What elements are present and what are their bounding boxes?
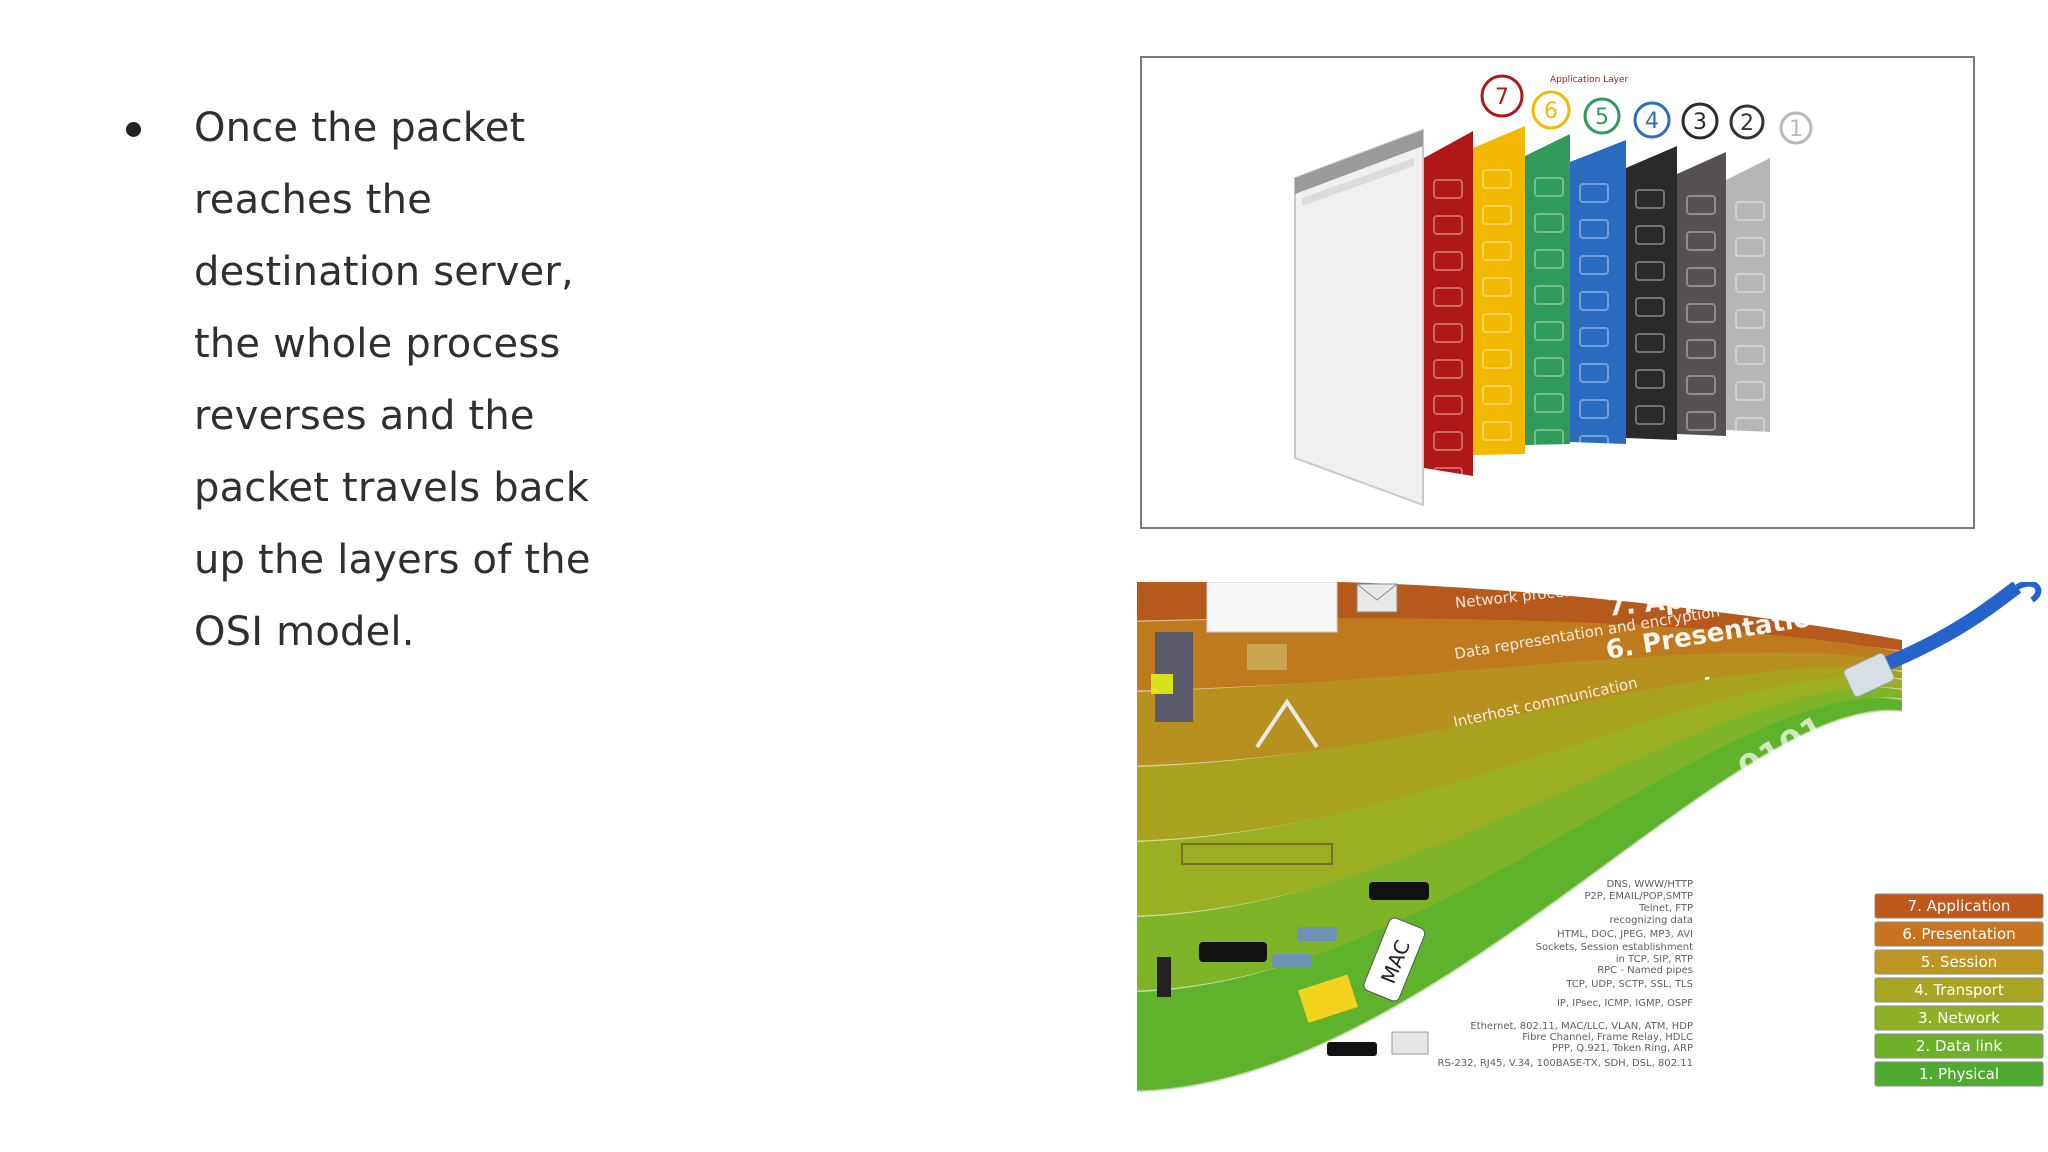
network-cable-icon bbox=[1843, 582, 2042, 698]
envelope-icon bbox=[1356, 583, 1398, 613]
protocol-text: Sockets, Session establishment bbox=[1536, 942, 1693, 953]
lock-icon bbox=[1151, 674, 1173, 694]
layer-number-circle-3: 3 bbox=[1681, 102, 1719, 140]
layer-number-circle-2: 2 bbox=[1729, 104, 1765, 140]
wireless-router-icon bbox=[1369, 882, 1429, 900]
bullet-text: Once the packet reaches the destination … bbox=[194, 105, 591, 655]
bullet-list: Once the packet reaches the destination … bbox=[120, 92, 640, 668]
bullet-item: Once the packet reaches the destination … bbox=[120, 92, 640, 668]
layer-panel-7 bbox=[1424, 131, 1473, 487]
legend-item-label: 3. Network bbox=[1918, 1009, 2000, 1027]
legend-item-label: 2. Data link bbox=[1916, 1037, 2003, 1055]
protocol-text: Ethernet, 802.11, MAC/LLC, VLAN, ATM, HD… bbox=[1470, 1021, 1693, 1032]
protocol-text: in TCP, SIP, RTP bbox=[1616, 954, 1693, 965]
layer-number-circle-4: 4 bbox=[1633, 101, 1671, 139]
layer-panel-3 bbox=[1626, 146, 1677, 497]
switch-icon-2 bbox=[1272, 954, 1312, 968]
legend-item-label: 6. Presentation bbox=[1902, 925, 2015, 943]
protocol-text: DNS, WWW/HTTP bbox=[1606, 879, 1693, 890]
binary-card-icon bbox=[1297, 974, 1358, 1023]
layer-number-circle-5: 5 bbox=[1583, 97, 1621, 135]
legend-item-1: 1. Physical bbox=[1874, 1061, 2044, 1087]
layer-number-label: 4 bbox=[1645, 109, 1659, 134]
legend-item-3: 3. Network bbox=[1874, 1005, 2044, 1031]
protocol-text: RS-232, RJ45, V.34, 100BASE-TX, SDH, DSL… bbox=[1438, 1058, 1694, 1069]
legend-item-5: 5. Session bbox=[1874, 949, 2044, 975]
layer-number-label: 6 bbox=[1544, 99, 1558, 124]
legend-item-label: 4. Transport bbox=[1914, 981, 2004, 999]
protocol-text: IP, IPsec, ICMP, IGMP, OSPF bbox=[1557, 998, 1693, 1009]
layer-panel-group bbox=[1424, 126, 1770, 509]
legend-item-2: 2. Data link bbox=[1874, 1033, 2044, 1059]
network-card-icon bbox=[1327, 1042, 1377, 1056]
layer-number-label: 1 bbox=[1789, 117, 1803, 142]
layer-panel-5 bbox=[1525, 134, 1570, 485]
wireless-router-icon-2 bbox=[1199, 942, 1267, 962]
layer-panel-2 bbox=[1677, 152, 1726, 503]
layer-panel-4 bbox=[1570, 140, 1626, 491]
osi-legend: 7. Application 6. Presentation 5. Session 4… bbox=[1874, 893, 2044, 1087]
legend-item-6: 6. Presentation bbox=[1874, 921, 2044, 947]
person-icon bbox=[1157, 957, 1171, 997]
layer-number-label: 5 bbox=[1595, 105, 1609, 130]
browser-window-panel bbox=[1294, 128, 1424, 507]
layer-number-circle-6: 6 bbox=[1531, 90, 1571, 130]
bullet-dot-icon bbox=[126, 122, 141, 137]
protocol-text: TCP, UDP, SCTP, SSL, TLS bbox=[1565, 979, 1693, 990]
osi-layers-panels-figure: 7 6 5 4 3 2 1 Application Layer bbox=[1140, 56, 1975, 529]
box-icon bbox=[1247, 644, 1287, 670]
browser-thumbnail-icon bbox=[1206, 582, 1338, 633]
osi-panels-graphic: 7 6 5 4 3 2 1 Application Layer bbox=[1294, 74, 1813, 509]
protocol-text: HTML, DOC, JPEG, MP3, AVI bbox=[1557, 929, 1693, 940]
layer-number-label: 2 bbox=[1740, 111, 1754, 136]
layer-number-label: 3 bbox=[1693, 110, 1707, 135]
protocol-text: Fibre Channel, Frame Relay, HDLC bbox=[1522, 1032, 1693, 1043]
protocol-text: RPC - Named pipes bbox=[1597, 965, 1693, 976]
layer-number-circle-7: 7 bbox=[1480, 74, 1524, 118]
protocol-text: P2P, EMAIL/POP,SMTP bbox=[1584, 891, 1693, 902]
layer-panel-6 bbox=[1473, 126, 1525, 477]
legend-item-label: 1. Physical bbox=[1919, 1065, 1999, 1083]
left-illustration: MAC bbox=[1151, 582, 1429, 1056]
legend-item-label: 5. Session bbox=[1921, 953, 1997, 971]
layer-number-group: 7 6 5 4 3 2 1 bbox=[1480, 74, 1813, 145]
legend-item-label: 7. Application bbox=[1908, 897, 2011, 915]
protocol-text: recognizing data bbox=[1609, 915, 1693, 926]
bridge-icon bbox=[1255, 698, 1319, 749]
switch-icon bbox=[1297, 927, 1337, 941]
legend-item-7: 7. Application bbox=[1874, 893, 2044, 919]
adapter-icon bbox=[1391, 1031, 1429, 1055]
legend-item-4: 4. Transport bbox=[1874, 977, 2044, 1003]
layer-number-label: 7 bbox=[1495, 85, 1509, 110]
application-layer-caption: Application Layer bbox=[1550, 75, 1629, 85]
protocol-text: PPP, Q.921, Token Ring, ARP bbox=[1552, 1043, 1693, 1054]
layer-number-circle-1: 1 bbox=[1779, 111, 1813, 145]
protocol-text: Telnet, FTP bbox=[1638, 903, 1693, 914]
layer-panel-1 bbox=[1726, 158, 1770, 509]
router-outline-icon bbox=[1181, 843, 1333, 865]
